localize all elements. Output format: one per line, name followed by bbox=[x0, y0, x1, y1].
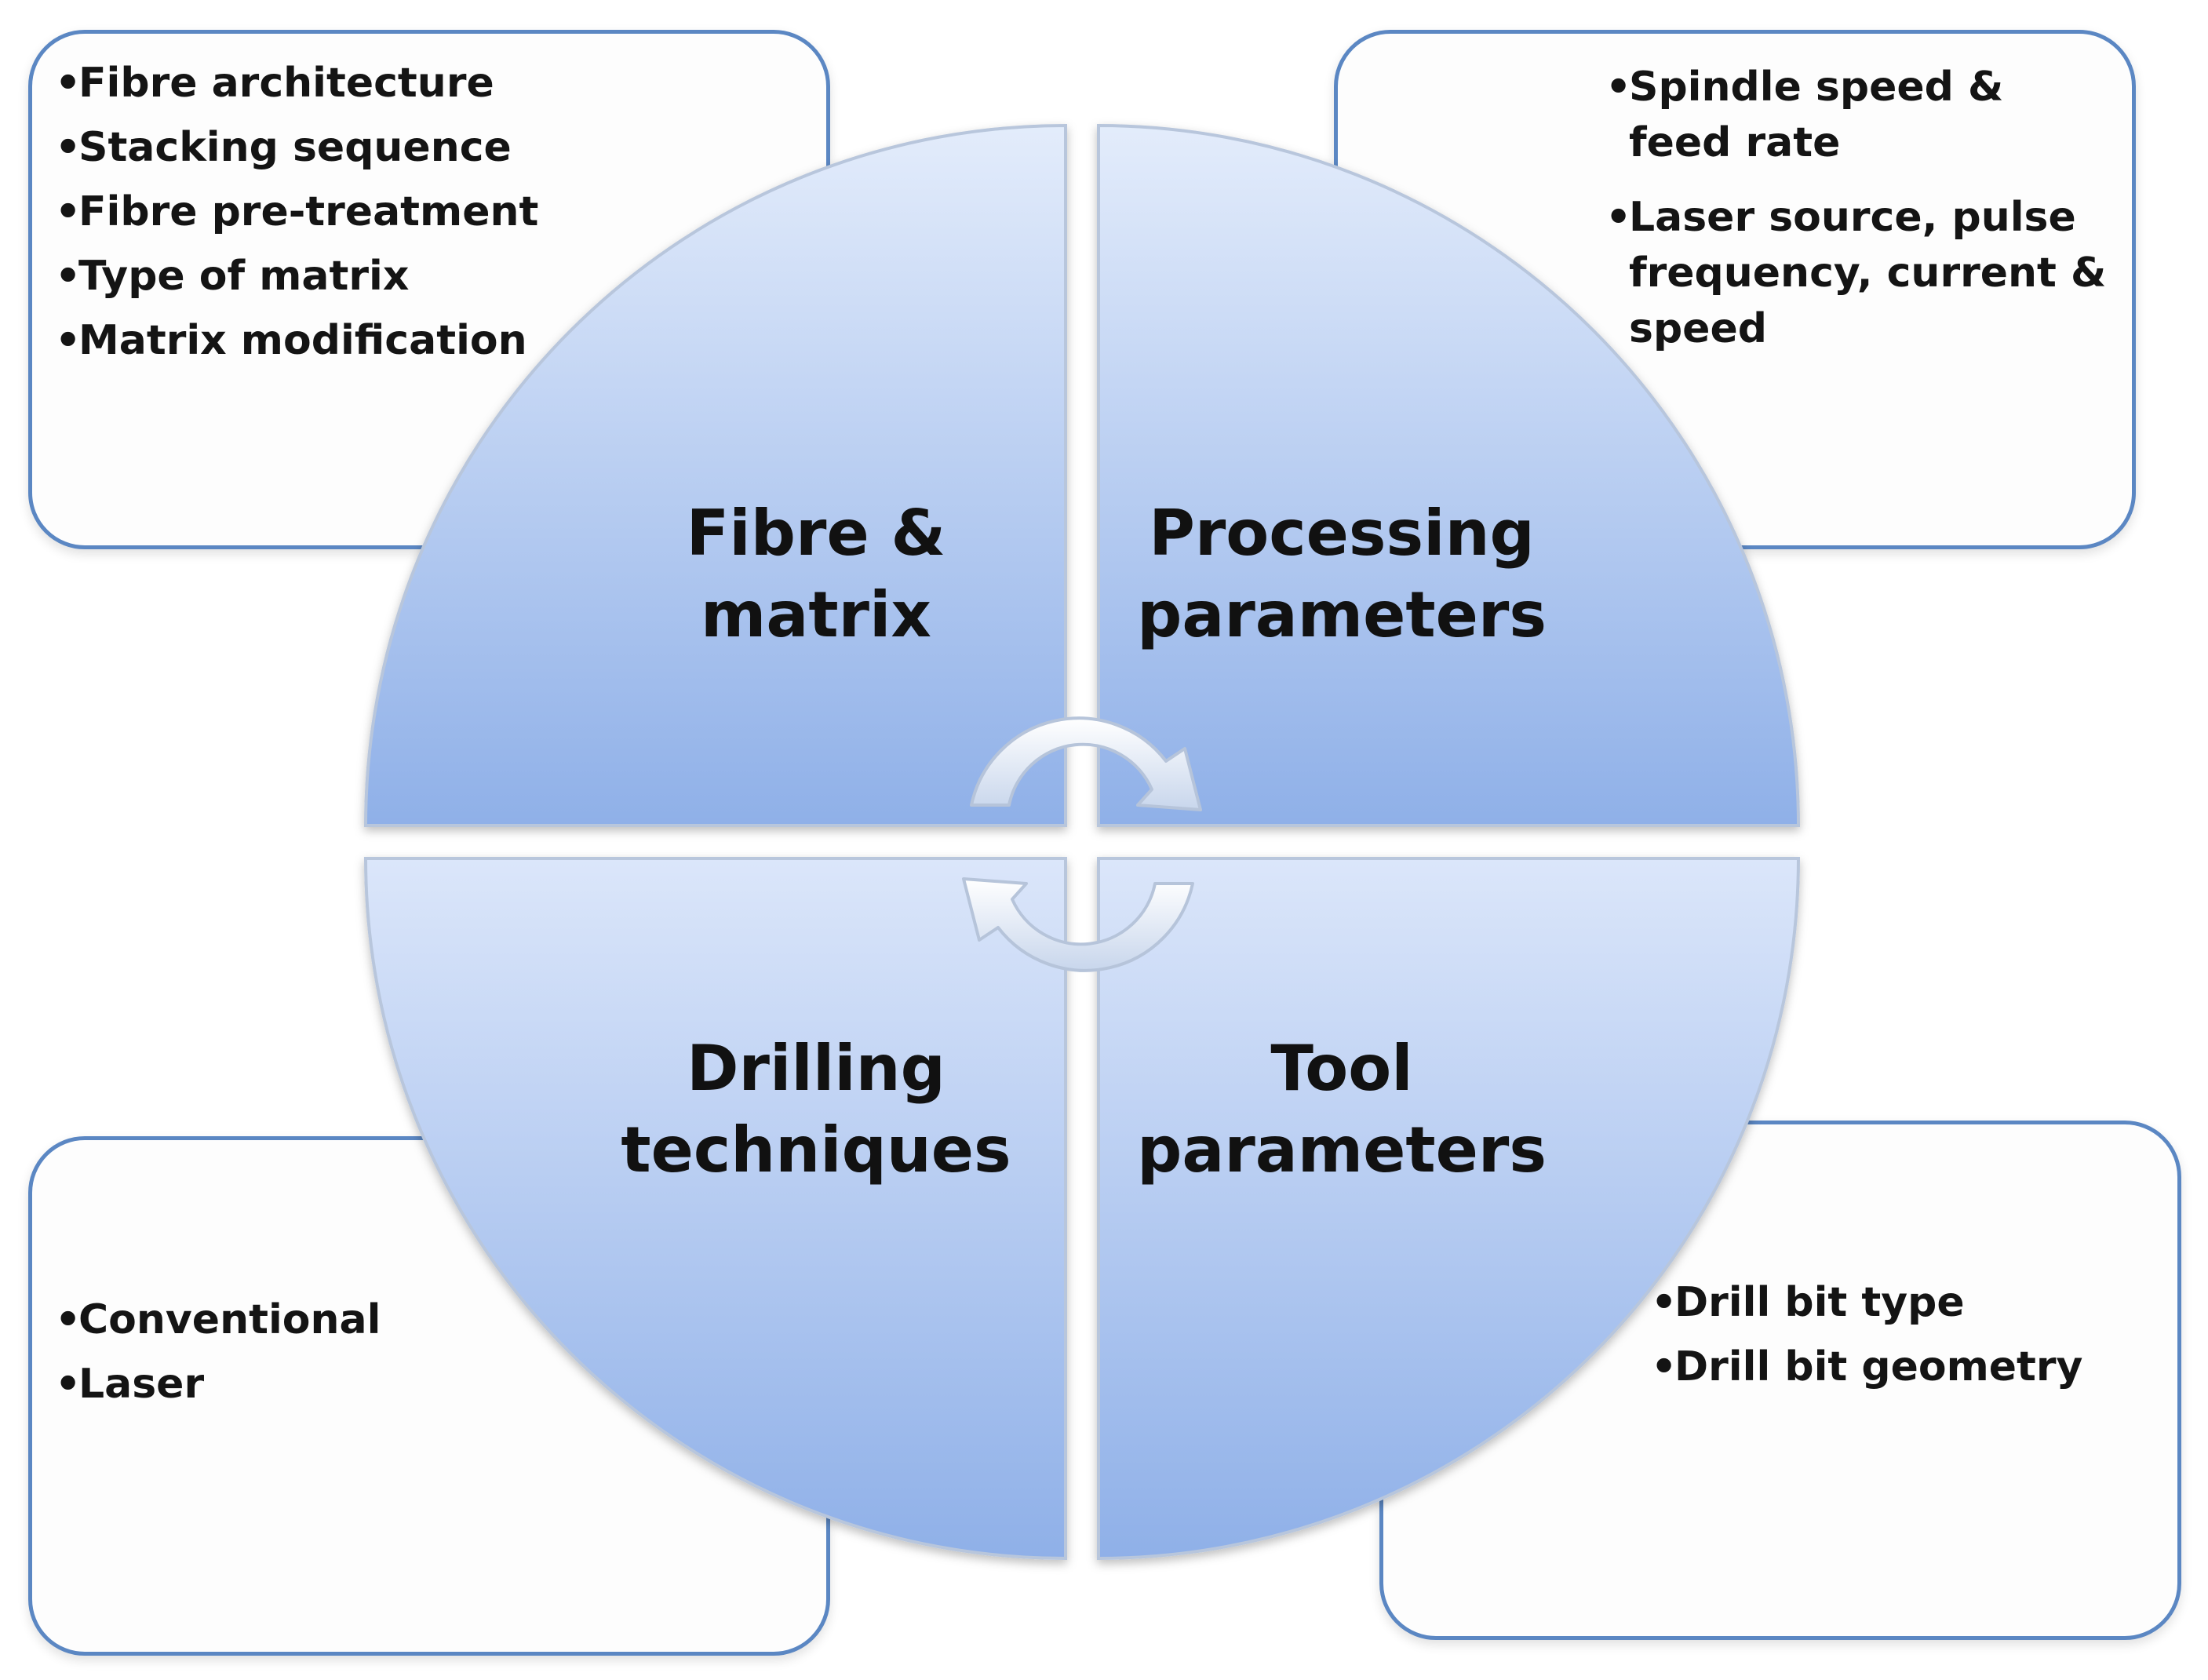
list-item: •Fibre pre-treatment bbox=[55, 188, 539, 235]
tool-parameters-list: •Drill bit type •Drill bit geometry bbox=[1651, 1279, 2153, 1408]
quadrant-processing-parameters bbox=[1097, 123, 1801, 827]
tool-parameters-title: Tool parameters bbox=[1091, 1028, 1593, 1191]
title-line: Fibre & matrix bbox=[686, 497, 946, 651]
title-line: Drilling techniques bbox=[621, 1032, 1011, 1186]
list-item: •Drill bit type bbox=[1651, 1279, 1965, 1326]
list-item: •Drill bit geometry bbox=[1651, 1343, 2083, 1390]
list-item: •Laser bbox=[55, 1361, 205, 1408]
drilling-techniques-title: Drilling techniques bbox=[596, 1028, 1036, 1191]
list-item: •Stacking sequence bbox=[55, 124, 512, 171]
curved-arrow-clockwise-icon bbox=[970, 716, 1202, 811]
fibre-matrix-list: •Fibre architecture •Stacking sequence •… bbox=[55, 60, 557, 381]
list-item: •Matrix modification bbox=[55, 317, 527, 364]
list-item: •Spindle speed & feed rate bbox=[1605, 64, 2004, 166]
title-line: Processing parameters bbox=[1137, 497, 1547, 651]
quadrant-fibre-matrix bbox=[363, 123, 1067, 827]
list-item: •Conventional bbox=[55, 1296, 381, 1343]
processing-parameters-list: •Spindle speed & feed rate •Laser source… bbox=[1605, 60, 2108, 376]
list-item: •Type of matrix bbox=[55, 253, 410, 300]
quadrant-tool-parameters bbox=[1097, 857, 1801, 1561]
fibre-matrix-title: Fibre & matrix bbox=[596, 493, 1036, 656]
processing-parameters-title: Processing parameters bbox=[1091, 493, 1593, 656]
quadrant-drilling-techniques bbox=[363, 857, 1067, 1561]
list-item: •Laser source, pulse frequency, current … bbox=[1605, 194, 2107, 352]
curved-arrow-counterclockwise-icon bbox=[962, 877, 1194, 972]
title-line: Tool parameters bbox=[1137, 1032, 1547, 1186]
drilling-techniques-list: •Conventional •Laser bbox=[55, 1296, 526, 1425]
list-item: •Fibre architecture bbox=[55, 60, 494, 107]
